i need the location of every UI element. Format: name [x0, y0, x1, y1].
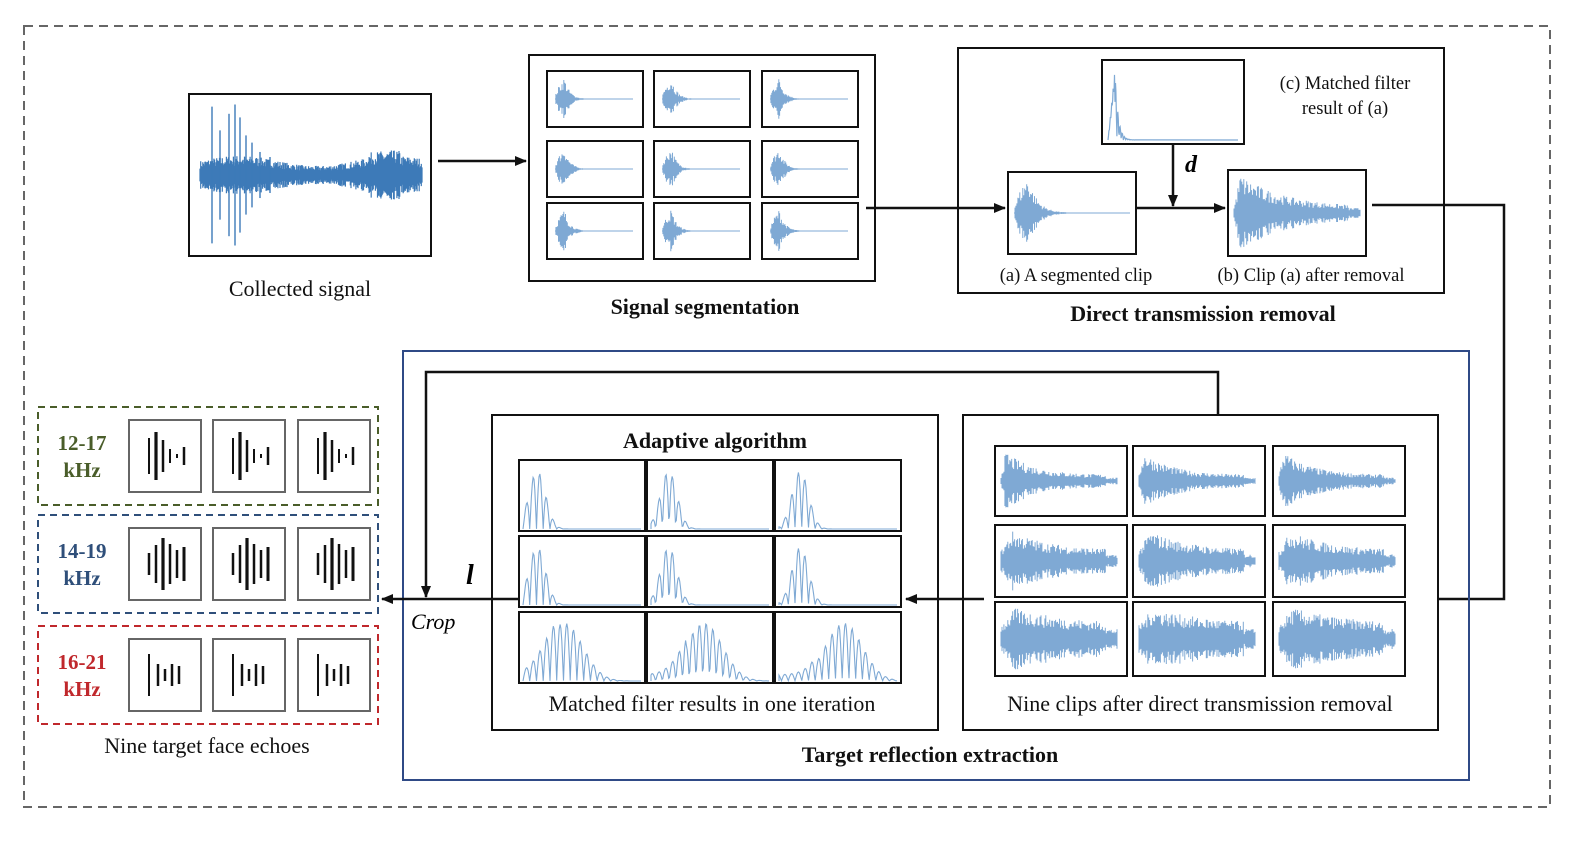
echo-bars-icon — [212, 527, 286, 601]
matched-filter-plot — [518, 535, 646, 608]
matched-filter-plot — [518, 459, 646, 532]
matched-filter-plot — [774, 459, 902, 532]
matched-filter-plot — [774, 535, 902, 608]
clip-after-removal-label: (b) Clip (a) after removal — [1218, 266, 1405, 286]
echo-bars-icon — [212, 419, 286, 493]
segmentation-clip-grid — [546, 70, 859, 260]
outer-border — [23, 25, 1551, 808]
matched-filter-label-line1: (c) Matched filter — [1280, 74, 1410, 94]
matched-filter-plot — [774, 611, 902, 684]
clip-after-removal-waveform-icon — [1233, 178, 1361, 248]
band-frequency-label: 12-17 — [58, 431, 107, 455]
band-frame — [37, 406, 379, 506]
nine-clips-panel: Nine clips after direct transmission rem… — [962, 414, 1439, 731]
matched-filter-results-grid — [518, 459, 902, 684]
segmented-clip-waveform-icon — [1014, 184, 1130, 242]
matched-filter-curve — [778, 548, 897, 606]
band-unit-label: kHz — [63, 677, 100, 701]
collected-signal-waveform-icon — [199, 104, 423, 246]
collected-signal-label: Collected signal — [229, 276, 371, 301]
matched-filter-results-label: Matched filter results in one iteration — [549, 691, 876, 716]
echo-bars-icon — [128, 527, 202, 601]
matched-filter-curve — [522, 473, 641, 531]
segmented-clip-label: (a) A segmented clip — [1000, 266, 1153, 286]
matched-filter-curve — [650, 622, 769, 682]
target-reflection-extraction-label: Target reflection extraction — [802, 742, 1059, 767]
band-unit-label: kHz — [63, 458, 100, 482]
signal-segmentation-group: Signal segmentation — [528, 54, 876, 319]
echo-bars-icon — [297, 419, 371, 493]
matched-filter-curve — [650, 549, 769, 606]
matched-filter-plot — [1101, 59, 1245, 145]
matched-filter-plot — [646, 459, 774, 532]
target-reflection-extraction-border — [402, 350, 1470, 781]
band-unit-label: kHz — [63, 566, 100, 590]
matched-filter-curve — [1107, 74, 1239, 141]
adaptive-algorithm-label: Adaptive algorithm — [623, 428, 807, 453]
crop-label: Crop — [411, 609, 455, 634]
matched-filter-plot — [646, 611, 774, 684]
matched-filter-curve — [522, 549, 641, 607]
matched-filter-curve — [778, 472, 897, 530]
band-frame — [37, 514, 379, 614]
matched-filter-curve — [522, 623, 641, 683]
signal-segmentation-label: Signal segmentation — [611, 294, 800, 319]
nine-clips-label: Nine clips after direct transmission rem… — [1007, 691, 1393, 716]
arrow-icon — [421, 370, 1220, 598]
nine-echoes-label: Nine target face echoes — [104, 733, 309, 758]
delay-symbol: d — [1185, 152, 1198, 178]
echo-bars-icon — [297, 638, 371, 712]
target-face-echoes: 12-17 kHz 14-19 kHz 16-21 kHz — [37, 406, 379, 725]
adaptive-algorithm-panel: Adaptive algorithm Matched filter result… — [491, 414, 939, 731]
echo-bars-icon — [128, 419, 202, 493]
direct-transmission-removal-label: Direct transmission removal — [1070, 301, 1336, 326]
matched-filter-curve — [650, 473, 769, 530]
matched-filter-curve — [778, 623, 898, 683]
band-frequency-label: 16-21 — [58, 650, 107, 674]
matched-filter-plot-icon — [1107, 74, 1239, 141]
echo-bars-icon — [297, 527, 371, 601]
matched-filter-plot — [518, 611, 646, 684]
band-frame — [37, 625, 379, 725]
collected-signal-group: Collected signal — [188, 93, 432, 301]
band-frequency-label: 14-19 — [58, 539, 107, 563]
length-symbol: l — [466, 560, 474, 591]
matched-filter-plot — [646, 535, 774, 608]
nine-clips-grid — [994, 445, 1406, 677]
arrow-icon — [1372, 203, 1506, 604]
matched-filter-label-line2: result of (a) — [1302, 99, 1388, 119]
direct-removal-group: (c) Matched filter result of (a) d (a) A… — [957, 47, 1445, 326]
